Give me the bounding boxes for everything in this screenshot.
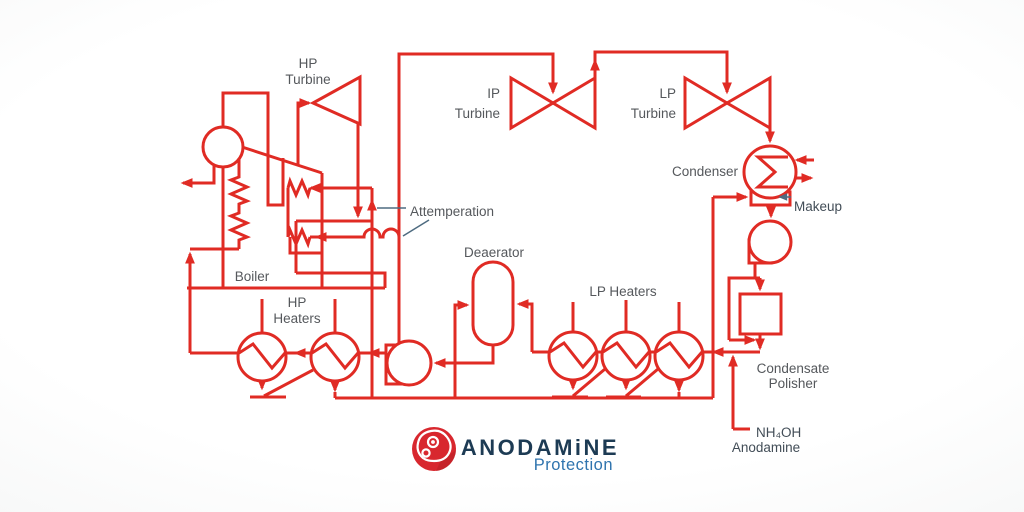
logo-shadow: [436, 450, 456, 471]
lp-heater-1-zigzag: [549, 341, 598, 370]
deaerator-icon: [471, 260, 515, 347]
logo-brand-text: ANODAMiNE: [461, 435, 619, 460]
chemical-label-1: NH₄OH: [756, 425, 801, 440]
reheater-hairpin: [288, 237, 322, 255]
hp-turbine-label-2: Turbine: [285, 72, 330, 87]
condenser-sigma-icon: [754, 155, 788, 189]
lp-drain-diag-2: [625, 367, 659, 398]
condensate-polisher-icon: [738, 292, 783, 336]
condensate-pump-icon: [747, 219, 793, 265]
polisher-label-1: Condensate: [757, 361, 830, 376]
ip-turbine-label-1: IP: [487, 86, 500, 101]
condenser-icon: [742, 144, 798, 200]
superheater-coil: [286, 176, 312, 200]
boiler-feed-pump-icon: [385, 339, 433, 387]
hp-turbine-icon: [309, 74, 362, 127]
hp-heaters-label-2: Heaters: [273, 311, 321, 326]
chemical-label-2: Anodamine: [732, 440, 800, 455]
lp-turbine-label-2: Turbine: [631, 106, 676, 121]
attemperation-label: Attemperation: [410, 204, 494, 219]
hp-heater-2-zigzag: [311, 342, 360, 371]
lp-heaters-label: LP Heaters: [589, 284, 657, 299]
anodamine-logo: ANODAMiNE Protection: [412, 427, 619, 474]
condenser-label: Condenser: [672, 164, 739, 179]
hp-turbine-label-1: HP: [299, 56, 318, 71]
lp-drain-diag-1: [572, 367, 606, 398]
ip-turbine-label-2: Turbine: [455, 106, 500, 121]
ip-turbine-left: [509, 75, 556, 131]
annotation-leaders: [377, 193, 791, 237]
polisher-label-2: Polisher: [769, 376, 818, 391]
boiler-inner-bottom: [296, 271, 387, 288]
equipment: [201, 74, 814, 387]
lp-turbine-left: [683, 75, 730, 131]
deaerator-label: Deaerator: [464, 245, 525, 260]
attemperation-leader-2: [402, 219, 430, 237]
labels: HP Turbine IP Turbine LP Turbine Condens…: [235, 56, 842, 455]
deaerator-inlet-riser: [516, 299, 534, 352]
waterwall-coil: [227, 147, 251, 249]
logo-a-glyph: [416, 429, 452, 463]
lp-heater-3-zigzag: [655, 341, 704, 370]
logo-tagline-text: Protection: [534, 456, 613, 474]
drum-top-loop: [221, 91, 285, 207]
boiler-label: Boiler: [235, 269, 270, 284]
reheater-coil: [286, 225, 312, 249]
lp-turbine-right: [724, 75, 772, 131]
main-steam-line: [296, 98, 312, 165]
ip-turbine-right: [550, 75, 597, 131]
deaerator-outlet: [433, 343, 495, 368]
lp-turbine-label-1: LP: [659, 86, 676, 101]
heater-zigzags: [238, 341, 704, 371]
deaerator-recirc: [453, 300, 470, 397]
hp-heater-1-zigzag: [238, 342, 287, 371]
hp-drain-diag: [263, 368, 314, 398]
hp-heaters-label-1: HP: [288, 295, 307, 310]
makeup-label: Makeup: [794, 199, 842, 214]
hot-reheat-to-ip: [397, 52, 558, 343]
cycle-piping: [180, 50, 776, 431]
polisher-bypass-leg: [727, 276, 760, 340]
steam-drum-icon: [201, 125, 245, 169]
reheater-feed-with-hops: [310, 227, 401, 239]
lp-heater-2-zigzag: [602, 341, 651, 370]
drum-riser-diagonal: [241, 145, 323, 175]
